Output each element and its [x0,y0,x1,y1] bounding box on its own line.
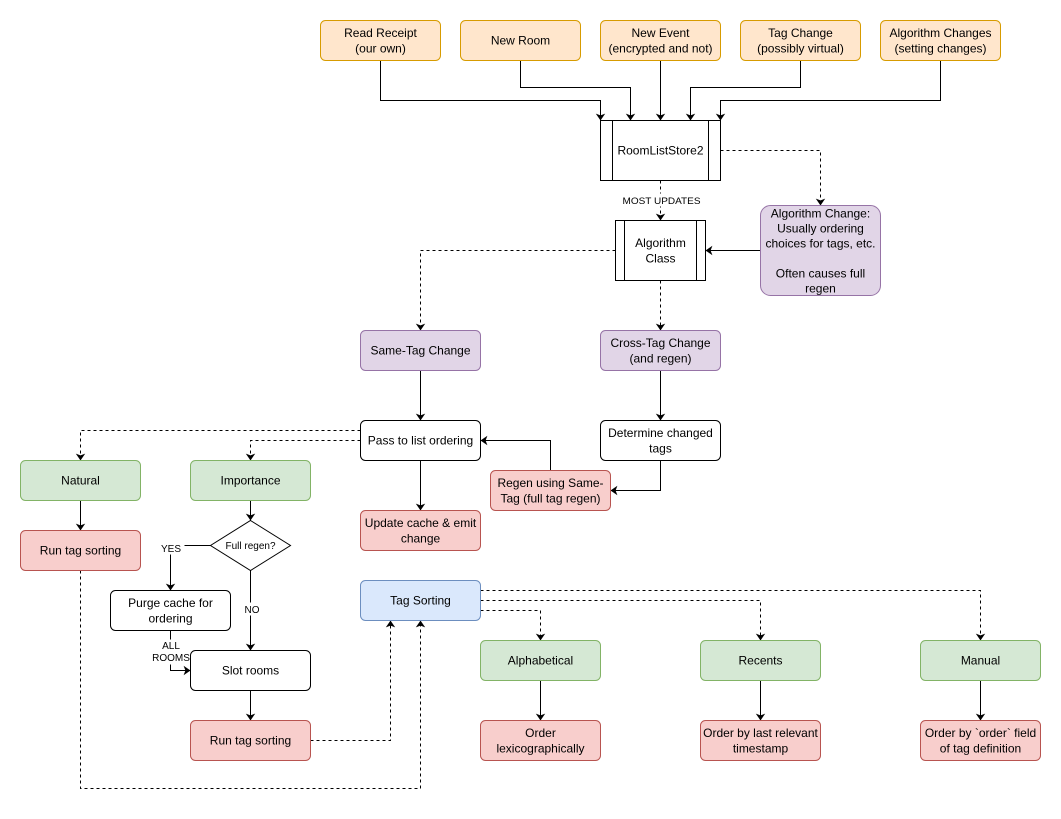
svg-text:Same-Tag Change: Same-Tag Change [370,344,470,358]
svg-text:Tag (full tag regen): Tag (full tag regen) [500,492,600,506]
svg-text:Algorithm: Algorithm [635,236,686,250]
svg-text:Determine changed: Determine changed [608,426,713,440]
svg-text:MOST UPDATES: MOST UPDATES [623,196,701,207]
svg-text:Full regen?: Full regen? [225,541,275,552]
svg-text:Usually ordering: Usually ordering [777,221,864,235]
svg-text:Natural: Natural [61,474,100,488]
svg-text:Run tag sorting: Run tag sorting [40,544,121,558]
svg-text:Cross-Tag Change: Cross-Tag Change [610,336,710,350]
svg-text:Read Receipt: Read Receipt [344,26,417,40]
svg-text:(setting changes): (setting changes) [894,42,986,56]
svg-text:New Event: New Event [631,26,690,40]
svg-text:(our own): (our own) [355,42,406,56]
svg-text:ROOMS: ROOMS [152,653,190,664]
svg-text:Regen using Same-: Regen using Same- [497,476,603,490]
svg-text:Tag Sorting: Tag Sorting [390,594,451,608]
svg-text:Often causes full: Often causes full [776,266,865,280]
svg-text:Importance: Importance [220,474,280,488]
svg-text:choices for tags, etc.: choices for tags, etc. [765,236,875,250]
svg-text:change: change [401,532,441,546]
svg-text:RoomListStore2: RoomListStore2 [617,144,703,158]
svg-text:(possibly virtual): (possibly virtual) [757,42,844,56]
svg-text:(encrypted and not): (encrypted and not) [608,42,712,56]
svg-text:lexicographically: lexicographically [496,742,584,756]
svg-text:timestamp: timestamp [733,742,789,756]
svg-text:Purge cache for: Purge cache for [128,596,213,610]
svg-text:Order: Order [525,726,556,740]
svg-text:Alphabetical: Alphabetical [508,654,573,668]
svg-text:Slot rooms: Slot rooms [222,664,279,678]
svg-text:Update cache & emit: Update cache & emit [365,516,477,530]
svg-text:Order by last relevant: Order by last relevant [703,726,818,740]
svg-text:Algorithm Changes: Algorithm Changes [889,26,991,40]
svg-text:Tag Change: Tag Change [768,26,833,40]
svg-text:Recents: Recents [738,654,782,668]
svg-text:Run tag sorting: Run tag sorting [210,734,291,748]
svg-text:YES: YES [161,544,181,555]
svg-text:Order by `order` field: Order by `order` field [925,726,1036,740]
svg-text:Class: Class [645,252,675,266]
svg-text:regen: regen [805,281,836,295]
svg-text:NO: NO [245,605,260,616]
svg-text:Algorithm Change:: Algorithm Change: [771,206,870,220]
svg-text:(and regen): (and regen) [629,352,691,366]
svg-text:tags: tags [649,442,672,456]
svg-text:ordering: ordering [148,612,192,626]
svg-text:Manual: Manual [961,654,1000,668]
svg-text:of tag definition: of tag definition [940,742,1021,756]
svg-text:New Room: New Room [491,34,550,48]
svg-text:ALL: ALL [162,641,180,652]
svg-text:Pass to list ordering: Pass to list ordering [368,434,473,448]
